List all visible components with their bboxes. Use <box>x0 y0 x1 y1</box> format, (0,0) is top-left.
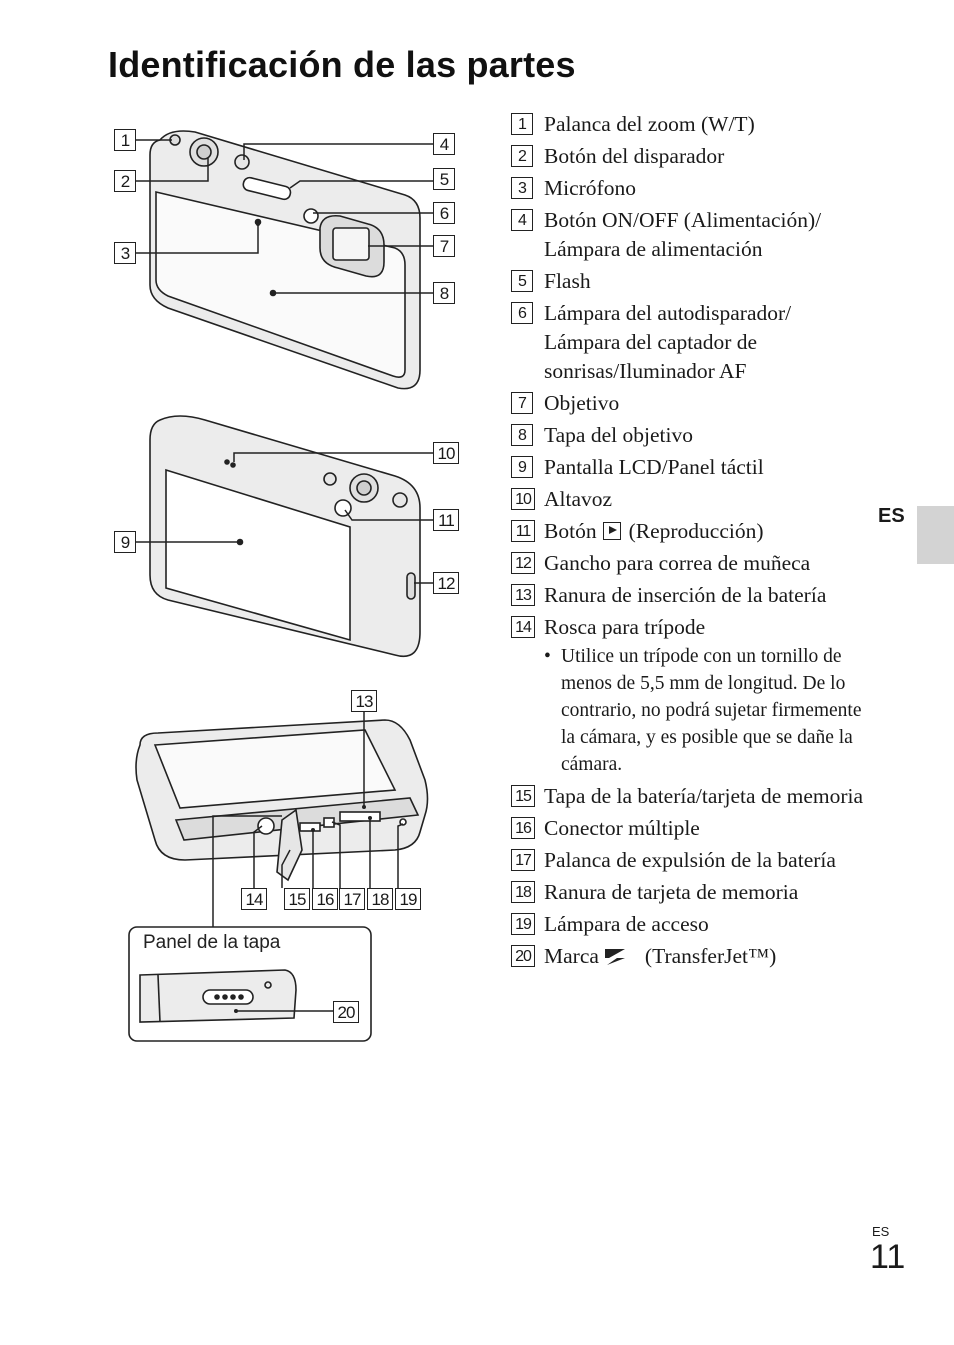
list-item: 4 Botón ON/OFF (Alimentación)/ Lámpara de… <box>511 206 871 264</box>
item-number: 9 <box>511 456 533 478</box>
item-label-post: (TransferJet™) <box>644 944 777 968</box>
list-item: 10 Altavoz <box>511 485 871 514</box>
item-label: Conector múltiple <box>544 816 700 840</box>
tripod-note: • Utilice un trípode con un tornillo de m… <box>511 643 871 778</box>
callout-8: 8 <box>433 282 455 304</box>
callout-15: 15 <box>284 888 310 910</box>
callout-13: 13 <box>351 690 377 712</box>
item-number: 2 <box>511 145 533 167</box>
item-label: Lámpara de acceso <box>544 912 709 936</box>
item-number: 8 <box>511 424 533 446</box>
page-number: 11 <box>870 1238 906 1276</box>
item-number: 5 <box>511 270 533 292</box>
item-label: Lámpara del autodisparador/ Lámpara del … <box>544 301 792 383</box>
item-label-post: (Reproducción) <box>628 519 764 543</box>
cover-panel-illustration <box>139 969 297 1023</box>
item-label: Botón ON/OFF (Alimentación)/ Lámpara de … <box>544 208 822 261</box>
callout-2: 2 <box>114 170 136 192</box>
item-label: Gancho para correa de muñeca <box>544 551 811 575</box>
list-item: 15 Tapa de la batería/tarjeta de memoria <box>511 782 871 811</box>
item-label-pre: Marca <box>544 944 599 968</box>
item-number: 1 <box>511 113 533 135</box>
item-number: 6 <box>511 302 533 324</box>
item-number: 4 <box>511 209 533 231</box>
item-number: 14 <box>511 616 535 638</box>
cover-panel-label: Panel de la tapa <box>143 932 281 953</box>
item-label: Ranura de inserción de la batería <box>544 583 827 607</box>
item-label: Micrófono <box>544 176 636 200</box>
list-item: 2 Botón del disparador <box>511 142 871 171</box>
note-text: Utilice un trípode con un tornillo de me… <box>561 646 862 775</box>
language-tab <box>917 506 954 564</box>
item-number: 16 <box>511 817 535 839</box>
callout-7: 7 <box>433 235 455 257</box>
callout-10: 10 <box>433 442 459 464</box>
item-number: 20 <box>511 945 535 967</box>
item-number: 11 <box>511 520 535 542</box>
list-item: 7 Objetivo <box>511 389 871 418</box>
callout-6: 6 <box>433 202 455 224</box>
item-label: Botón del disparador <box>544 144 725 168</box>
list-item: 8 Tapa del objetivo <box>511 421 871 450</box>
item-label: Palanca del zoom (W/T) <box>544 112 755 136</box>
list-item: 16 Conector múltiple <box>511 814 871 843</box>
bullet-icon: • <box>544 646 551 667</box>
list-item: 11 Botón (Reproducción) <box>511 517 871 546</box>
item-number: 3 <box>511 177 533 199</box>
language-label: ES <box>878 505 905 527</box>
parts-list: 1 Palanca del zoom (W/T) 2 Botón del dispa… <box>511 110 871 974</box>
callout-14: 14 <box>241 888 267 910</box>
item-number: 17 <box>511 849 535 871</box>
callout-5: 5 <box>433 168 455 190</box>
page-title: Identificación de las partes <box>108 44 576 85</box>
item-number: 7 <box>511 392 533 414</box>
callout-16: 16 <box>312 888 338 910</box>
list-item: 12 Gancho para correa de muñeca <box>511 549 871 578</box>
item-label-pre: Botón <box>544 519 597 543</box>
item-number: 18 <box>511 881 535 903</box>
item-number: 10 <box>511 488 535 510</box>
camera-front-view <box>149 130 421 390</box>
item-number: 13 <box>511 584 535 606</box>
list-item: 20 Marca (TransferJet™) <box>511 942 871 971</box>
item-number: 12 <box>511 552 535 574</box>
footer-language: ES <box>872 1224 890 1239</box>
list-item: 5 Flash <box>511 267 871 296</box>
callout-19: 19 <box>395 888 421 910</box>
callout-1: 1 <box>114 129 136 151</box>
camera-bottom-view <box>135 719 429 882</box>
list-item: 17 Palanca de expulsión de la batería <box>511 846 871 875</box>
list-item: 19 Lámpara de acceso <box>511 910 871 939</box>
list-item: 13 Ranura de inserción de la batería <box>511 581 871 610</box>
item-label: Altavoz <box>544 487 613 511</box>
item-label: Tapa de la batería/tarjeta de memoria <box>544 784 864 808</box>
item-label: Tapa del objetivo <box>544 423 693 447</box>
callout-9: 9 <box>114 531 136 553</box>
item-number: 19 <box>511 913 535 935</box>
callout-20: 20 <box>333 1001 359 1023</box>
list-item: 9 Pantalla LCD/Panel táctil <box>511 453 871 482</box>
list-item: 18 Ranura de tarjeta de memoria <box>511 878 871 907</box>
item-label: Ranura de tarjeta de memoria <box>544 880 799 904</box>
list-item: 14 Rosca para trípode <box>511 613 871 642</box>
item-label: Objetivo <box>544 391 620 415</box>
list-item: 6 Lámpara del autodisparador/ Lámpara del… <box>511 299 871 386</box>
item-label: Pantalla LCD/Panel táctil <box>544 455 764 479</box>
item-label: Palanca de expulsión de la batería <box>544 848 836 872</box>
callout-4: 4 <box>433 133 455 155</box>
callout-18: 18 <box>367 888 393 910</box>
callout-3: 3 <box>114 242 136 264</box>
callout-12: 12 <box>433 572 459 594</box>
camera-back-view <box>149 415 421 657</box>
item-number: 15 <box>511 785 535 807</box>
play-icon <box>602 522 621 540</box>
item-label: Rosca para trípode <box>544 615 706 639</box>
list-item: 1 Palanca del zoom (W/T) <box>511 110 871 139</box>
callout-17: 17 <box>339 888 365 910</box>
list-item: 3 Micrófono <box>511 174 871 203</box>
item-label: Flash <box>544 269 591 293</box>
callout-11: 11 <box>433 509 459 531</box>
transferjet-icon <box>604 949 625 965</box>
